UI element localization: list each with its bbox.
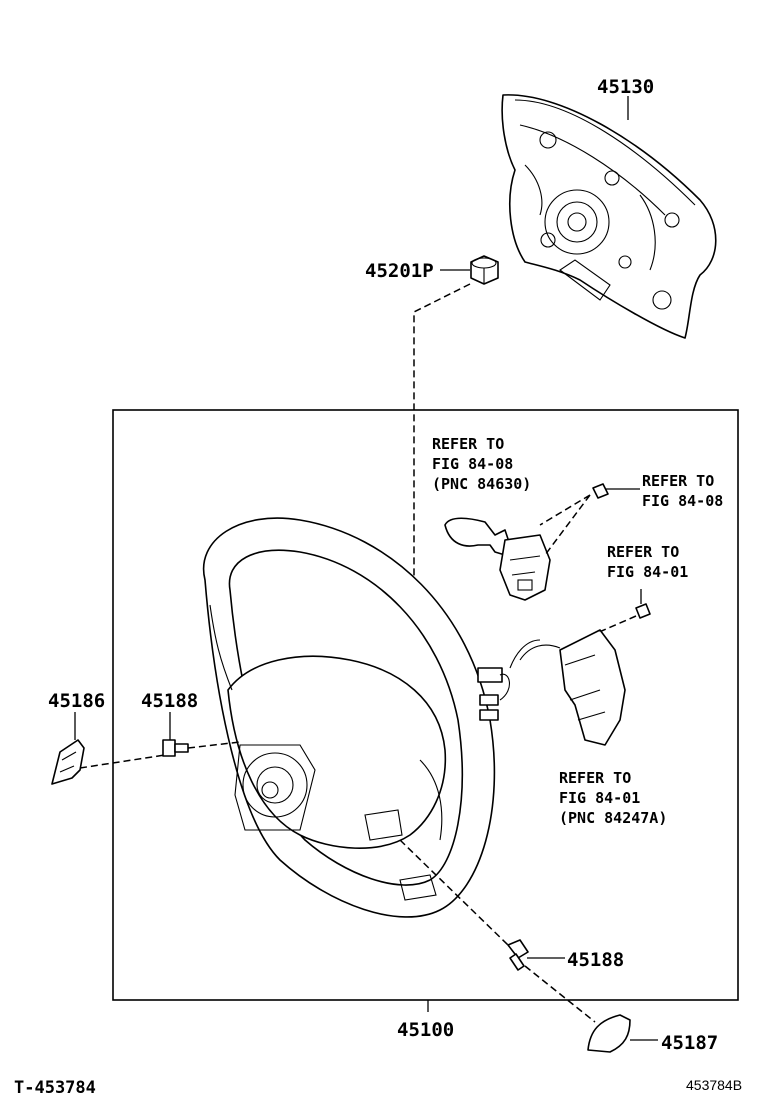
image-code: 453784B <box>686 1077 742 1093</box>
svg-text:REFER TO: REFER TO <box>432 435 504 453</box>
reference-note-84-08: REFER TO FIG 84-08 <box>642 472 723 510</box>
svg-text:(PNC 84247A): (PNC 84247A) <box>559 809 667 827</box>
reference-note-84630: REFER TO FIG 84-08 (PNC 84630) <box>432 435 531 493</box>
screw-45188-left-dash-line <box>187 741 241 749</box>
callout-45188-right: 45188 <box>567 949 624 971</box>
cover-45187-dash-line <box>524 965 596 1023</box>
nut-45201p-part <box>470 255 499 285</box>
svg-text:FIG 84-08: FIG 84-08 <box>432 455 513 473</box>
svg-text:FIG 84-01: FIG 84-01 <box>559 789 640 807</box>
reference-note-84-01: REFER TO FIG 84-01 <box>607 543 688 581</box>
cover-45186-dash-line <box>79 754 166 769</box>
svg-text:REFER TO: REFER TO <box>607 543 679 561</box>
callout-45100: 45100 <box>397 1019 454 1041</box>
screw-45188-left-part <box>162 712 189 757</box>
callout-45130: 45130 <box>597 76 654 98</box>
switch-pnc-84630-part <box>444 517 551 601</box>
svg-text:FIG 84-08: FIG 84-08 <box>642 492 723 510</box>
svg-text:REFER TO: REFER TO <box>642 472 714 490</box>
callout-45187: 45187 <box>661 1032 718 1054</box>
screw-fig-84-01-part <box>589 589 651 637</box>
cover-45187-part <box>587 1014 658 1053</box>
airbag-module-part <box>501 94 717 339</box>
screw-45188-right-part <box>507 939 565 971</box>
callout-45188-left: 45188 <box>141 690 198 712</box>
assembly-frame <box>112 409 739 1001</box>
svg-text:FIG 84-01: FIG 84-01 <box>607 563 688 581</box>
pad-switch-pnc-84247a-part <box>477 629 626 746</box>
svg-text:(PNC 84630): (PNC 84630) <box>432 475 531 493</box>
switch-screw-dash-lines <box>539 494 591 556</box>
steering-wheel-part <box>202 517 496 918</box>
reference-note-84247a: REFER TO FIG 84-01 (PNC 84247A) <box>559 769 667 827</box>
diagram-code: T-453784 <box>14 1078 96 1098</box>
screw-45188-right-dash-line <box>399 839 509 946</box>
svg-text:REFER TO: REFER TO <box>559 769 631 787</box>
callout-45201p: 45201P <box>365 260 434 282</box>
cover-45186-part <box>51 712 85 785</box>
callout-45186: 45186 <box>48 690 105 712</box>
screw-fig-84-08-part <box>592 483 640 499</box>
